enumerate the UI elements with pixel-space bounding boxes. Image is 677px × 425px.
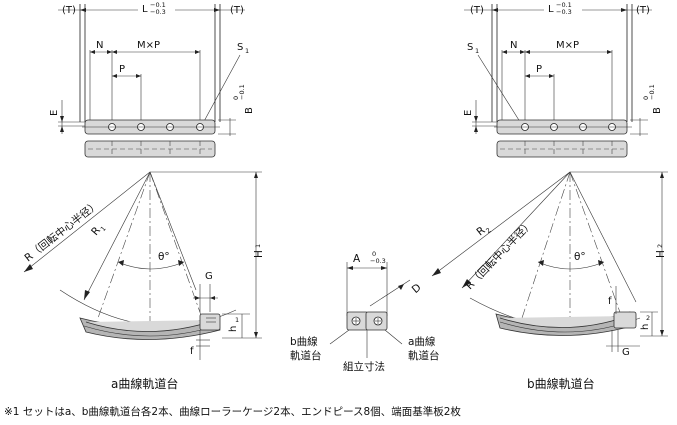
right-t-left-label: (T) [470, 5, 484, 16]
right-mp-label: M×P [556, 40, 579, 51]
right-h2-sub: 2 [656, 244, 664, 248]
left-plan-view: (T) (T) L −0.1 −0.3 N M×P P S 1 [49, 1, 255, 158]
right-s1-label: S [467, 42, 473, 53]
right-theta-label: θ° [574, 251, 586, 263]
right-plan-view: (T) (T) L −0.1 −0.3 N M×P P S 1 E [463, 1, 663, 158]
left-s1-sub: 1 [245, 47, 249, 55]
left-length-tol-bottom: −0.3 [150, 8, 166, 16]
left-h-sub: 1 [235, 316, 239, 324]
right-f-label: f [608, 296, 612, 307]
right-p-label: P [536, 64, 542, 75]
center-section-view: A 0 −0.3 D b曲線 軌道台 a曲線 軌道台 組立寸法 [290, 250, 440, 373]
right-length-label: L [548, 4, 554, 15]
left-rail-lower [84, 140, 216, 158]
right-h2-label: H [655, 250, 667, 258]
center-a-tol-top: 0 [372, 250, 376, 258]
left-t-left-label: (T) [62, 5, 76, 16]
left-r1-sub: 1 [99, 225, 108, 233]
right-b-tol-top: 0 [642, 96, 650, 100]
footnote: ※1 セットはa、b曲線軌道台各2本、曲線ローラーケージ2本、エンドピース8個、… [4, 405, 461, 418]
left-theta-label: θ° [158, 251, 170, 263]
center-b-label-2: 軌道台 [290, 349, 322, 362]
right-g-label: G [622, 347, 630, 358]
left-b-label: B [244, 107, 255, 114]
left-b-tol-top: 0 [232, 96, 240, 100]
center-d-label: D [410, 282, 424, 296]
right-curve-view: R 2 R（回転中心半径） θ° G f H 2 h 2 [431, 171, 668, 391]
center-a-label: A [353, 253, 361, 265]
right-n-label: N [510, 40, 517, 51]
center-assembly-label: 組立寸法 [343, 360, 385, 373]
left-f-label: f [190, 346, 194, 357]
left-length-label: L [142, 4, 148, 15]
right-s1-sub: 1 [475, 47, 479, 55]
left-e-label: E [49, 110, 60, 116]
center-a-tol-bottom: −0.3 [370, 257, 386, 265]
center-a-label-2: 軌道台 [408, 349, 440, 362]
right-b-label: B [652, 107, 663, 114]
right-caption: b曲線軌道台 [527, 376, 595, 391]
left-b-tol-bottom: −0.1 [238, 84, 246, 100]
right-length-tol-top: −0.1 [556, 1, 572, 9]
right-e-label: E [463, 110, 474, 116]
left-h1-label: H [253, 250, 265, 258]
right-r2-sub: 2 [484, 226, 492, 235]
left-curve-view: R（回転中心半径） R 1 θ° G H 1 [22, 171, 265, 391]
right-h-label: h [640, 324, 651, 330]
left-length-tol-top: −0.1 [150, 1, 166, 9]
left-t-right-label: (T) [230, 5, 244, 16]
left-caption: a曲線軌道台 [111, 376, 178, 391]
right-b-tol-bottom: −0.1 [648, 84, 656, 100]
right-h-sub: 2 [646, 314, 650, 322]
center-b-label-1: b曲線 [290, 335, 318, 348]
center-a-label-1: a曲線 [408, 335, 436, 348]
left-g-label: G [205, 271, 213, 282]
right-length-tol-bottom: −0.3 [556, 8, 572, 16]
left-p-label: P [119, 64, 125, 75]
right-rail-lower [496, 140, 628, 158]
right-t-right-label: (T) [636, 5, 650, 16]
left-h1-sub: 1 [254, 244, 262, 248]
left-h-label: h [228, 326, 239, 332]
left-n-label: N [96, 40, 103, 51]
left-s1-label: S [237, 42, 243, 53]
left-mp-label: M×P [137, 40, 160, 51]
